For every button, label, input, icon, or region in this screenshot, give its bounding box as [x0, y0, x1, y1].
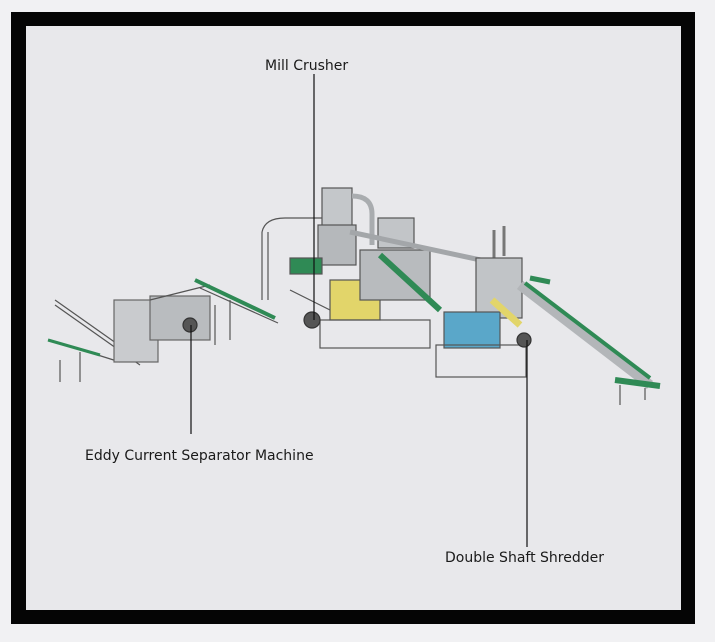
double-shaft-label: Double Shaft Shredder [445, 550, 604, 566]
eddy-current-separator [47, 278, 279, 382]
double-shaft-shredder [435, 226, 661, 405]
mill-crusher-label: Mill Crusher [265, 58, 349, 74]
eddy-current-label: Eddy Current Separator Machine [85, 448, 314, 464]
mill-crusher [261, 187, 491, 349]
